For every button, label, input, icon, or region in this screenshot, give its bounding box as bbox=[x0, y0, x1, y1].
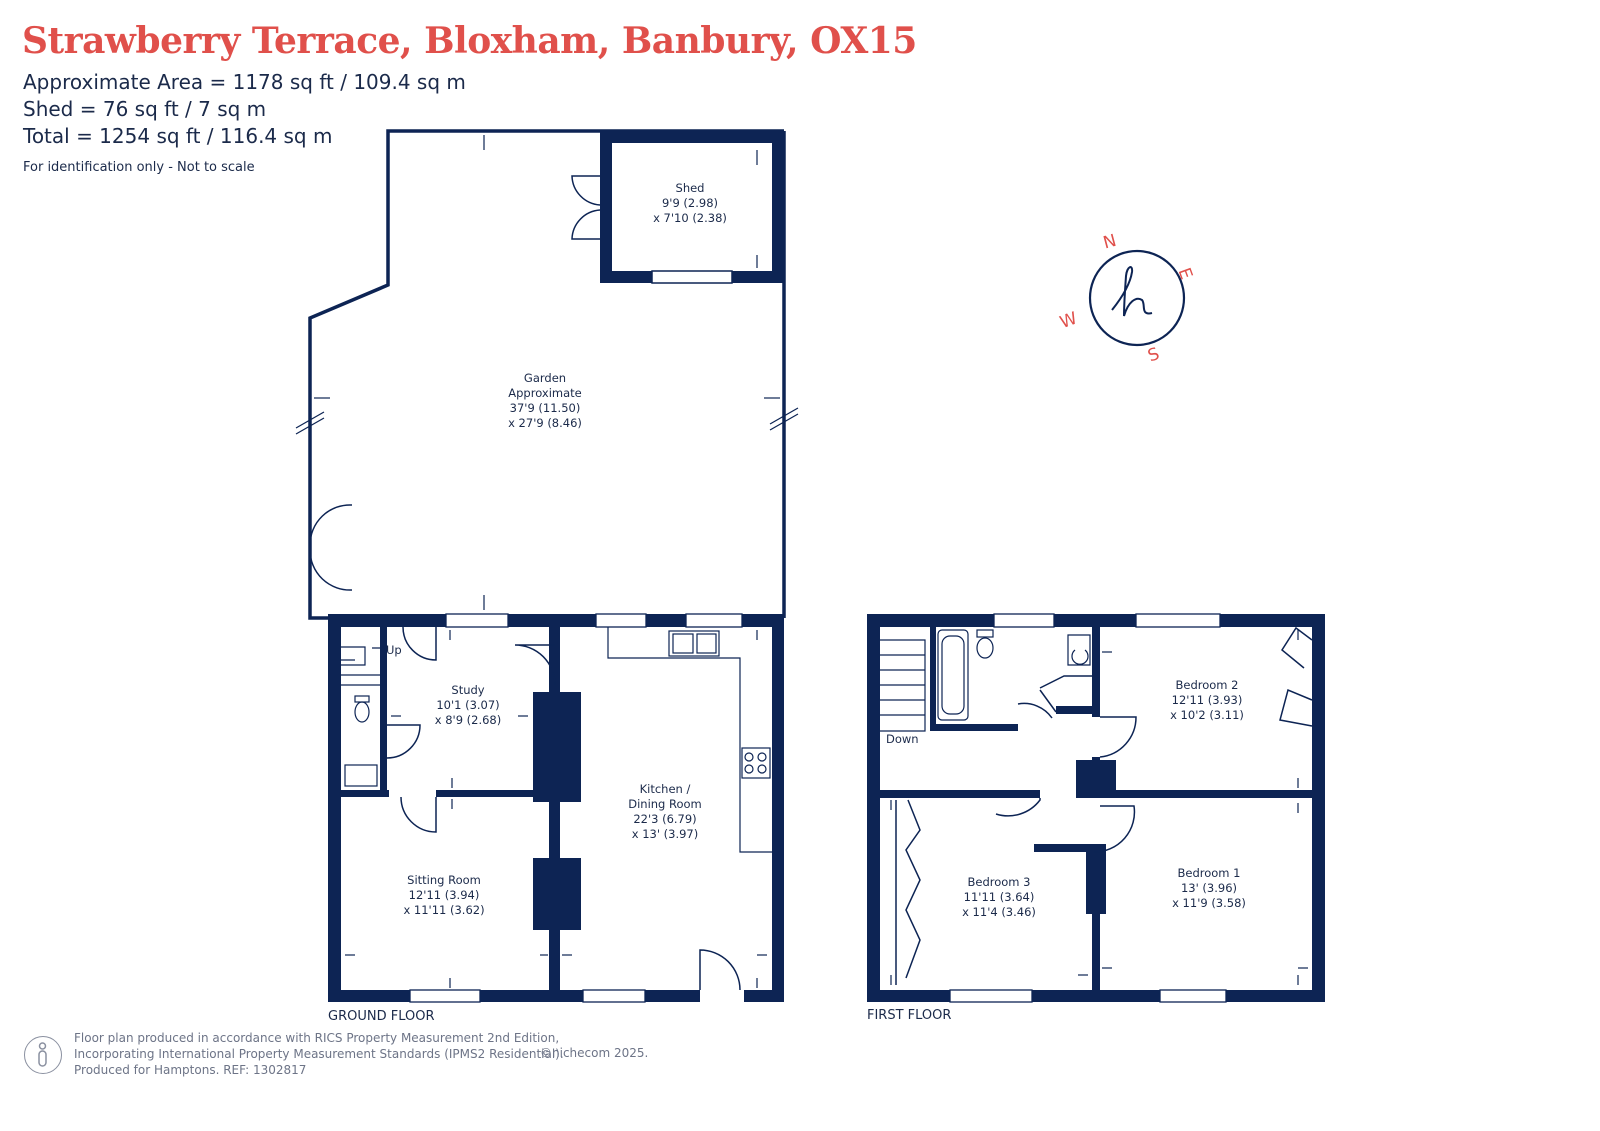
bedroom-2-label: Bedroom 2 bbox=[1176, 678, 1239, 692]
approximate-area: Approximate Area = 1178 sq ft / 109.4 sq… bbox=[23, 70, 466, 94]
kitchen-label: Kitchen / bbox=[640, 782, 691, 796]
ground-floor-doors bbox=[386, 626, 741, 991]
shed-label: Shed bbox=[676, 181, 705, 195]
break-marks bbox=[295, 407, 799, 435]
stairs-up-label: Up bbox=[386, 643, 402, 657]
svg-text:x 13' (3.97): x 13' (3.97) bbox=[632, 827, 699, 841]
kitchen-door-gap bbox=[700, 985, 744, 1002]
compass-s: S bbox=[1145, 344, 1162, 366]
svg-text:Dining Room: Dining Room bbox=[628, 797, 702, 811]
total-area: Total = 1254 sq ft / 116.4 sq m bbox=[23, 124, 333, 148]
first-floor-fittings bbox=[880, 629, 1091, 732]
ground-floor-fittings bbox=[341, 627, 772, 853]
ground-floor-walls bbox=[328, 614, 784, 1002]
svg-text:9'9 (2.98): 9'9 (2.98) bbox=[662, 196, 718, 210]
svg-text:12'11 (3.93): 12'11 (3.93) bbox=[1172, 693, 1243, 707]
svg-text:x 11'11 (3.62): x 11'11 (3.62) bbox=[403, 903, 484, 917]
shed-area: Shed = 76 sq ft / 7 sq m bbox=[23, 97, 267, 121]
stairs-down-label: Down bbox=[886, 732, 919, 746]
compass-rose: N E S W bbox=[1057, 231, 1196, 367]
footer-line-2: Incorporating International Property Mea… bbox=[74, 1047, 564, 1061]
svg-text:12'11 (3.94): 12'11 (3.94) bbox=[409, 888, 480, 902]
ground-floor-label: GROUND FLOOR bbox=[328, 1009, 434, 1024]
footer-line-3: Produced for Hamptons. REF: 1302817 bbox=[74, 1063, 307, 1077]
bedroom-1-label: Bedroom 1 bbox=[1178, 866, 1241, 880]
svg-text:Approximate: Approximate bbox=[508, 386, 581, 400]
scale-note: For identification only - Not to scale bbox=[23, 160, 255, 175]
svg-text:x 11'4 (3.46): x 11'4 (3.46) bbox=[962, 905, 1036, 919]
footer-line-1: Floor plan produced in accordance with R… bbox=[74, 1031, 560, 1045]
garden-label: Garden bbox=[524, 371, 566, 385]
bedroom-3-label: Bedroom 3 bbox=[968, 875, 1031, 889]
compass-e: E bbox=[1174, 265, 1196, 282]
svg-text:x 11'9 (3.58): x 11'9 (3.58) bbox=[1172, 896, 1246, 910]
footer-text: Floor plan produced in accordance with R… bbox=[74, 1030, 564, 1078]
shed-walls bbox=[600, 131, 784, 283]
svg-text:x 10'2 (3.11): x 10'2 (3.11) bbox=[1170, 708, 1244, 722]
garden-patio-doors bbox=[309, 504, 353, 591]
first-floor-doors bbox=[895, 626, 1313, 985]
logo-h-icon bbox=[1111, 266, 1153, 317]
first-floor-windows bbox=[949, 613, 1227, 1003]
svg-text:10'1 (3.07): 10'1 (3.07) bbox=[436, 698, 499, 712]
svg-text:11'11 (3.64): 11'11 (3.64) bbox=[964, 890, 1035, 904]
svg-text:x 7'10 (2.38): x 7'10 (2.38) bbox=[653, 211, 727, 225]
copyright: ©nichecom 2025. bbox=[540, 1046, 649, 1060]
compass-w: W bbox=[1057, 308, 1080, 333]
study-label: Study bbox=[451, 683, 484, 697]
svg-text:x 8'9 (2.68): x 8'9 (2.68) bbox=[435, 713, 502, 727]
sitting-room-label: Sitting Room bbox=[407, 873, 481, 887]
svg-text:x 27'9 (8.46): x 27'9 (8.46) bbox=[508, 416, 582, 430]
svg-text:37'9 (11.50): 37'9 (11.50) bbox=[510, 401, 581, 415]
info-icon bbox=[24, 1036, 62, 1074]
first-floor-walls bbox=[867, 614, 1325, 1002]
shed-window bbox=[651, 270, 733, 284]
compass-n: N bbox=[1101, 231, 1118, 254]
room-labels: Shed 9'9 (2.98) x 7'10 (2.38) Garden App… bbox=[403, 181, 1245, 919]
svg-text:22'3 (6.79): 22'3 (6.79) bbox=[633, 812, 696, 826]
ground-floor-windows bbox=[409, 613, 743, 1003]
first-floor-label: FIRST FLOOR bbox=[867, 1008, 951, 1023]
svg-text:13' (3.96): 13' (3.96) bbox=[1181, 881, 1237, 895]
shed-doors bbox=[571, 175, 601, 240]
property-title: Strawberry Terrace, Bloxham, Banbury, OX… bbox=[22, 20, 917, 62]
measurement-ticks bbox=[314, 135, 1308, 988]
